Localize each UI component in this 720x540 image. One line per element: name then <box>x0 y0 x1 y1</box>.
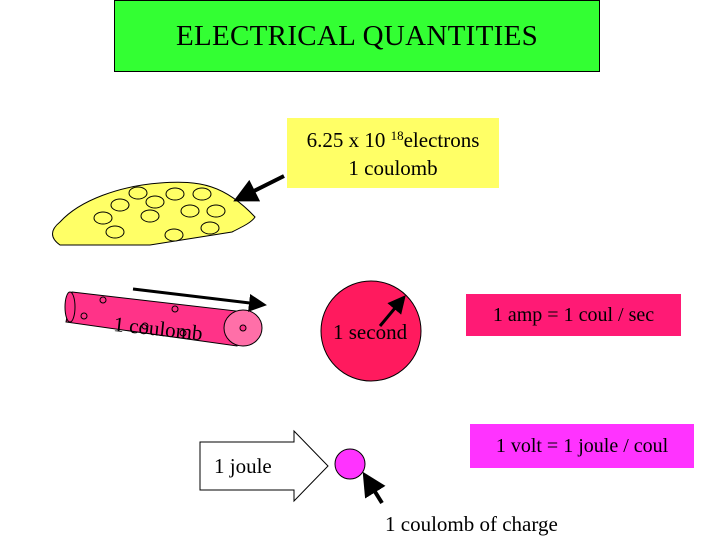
clock-hand <box>378 295 406 327</box>
wire-cylinder <box>64 291 263 347</box>
charge-arrow <box>362 471 386 505</box>
electrons-arrow <box>233 174 285 202</box>
joule-label: 1 joule <box>214 454 272 478</box>
current-arrow <box>132 287 267 312</box>
joule-block-arrow <box>199 429 329 503</box>
clock-label: 1 second <box>333 320 408 344</box>
electron-dots <box>93 186 226 242</box>
electrons-line-2: 1 coulomb <box>348 156 438 180</box>
electrons-line-1: 6.25 x 10 18electrons <box>306 128 480 152</box>
electrons-box: 6.25 x 10 18electrons 1 coulomb <box>287 118 499 188</box>
volt-definition: 1 volt = 1 joule / coul <box>470 424 694 468</box>
charge-ball <box>334 448 366 480</box>
charge-label: 1 coulomb of charge <box>385 512 558 536</box>
electrons-exponent: 18 <box>390 128 404 143</box>
page-title: ELECTRICAL QUANTITIES <box>114 0 600 72</box>
amp-definition: 1 amp = 1 coul / sec <box>466 294 681 336</box>
